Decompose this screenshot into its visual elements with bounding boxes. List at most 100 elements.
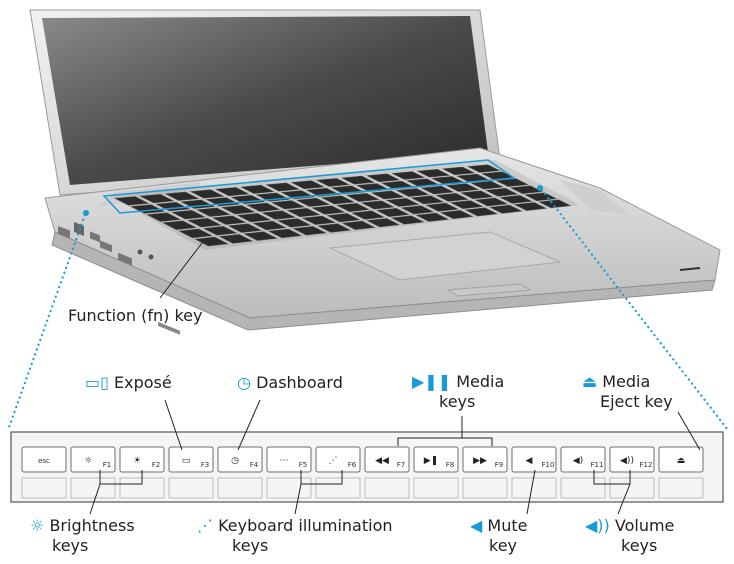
key-cap-f1 [70,446,116,473]
laptop-key [162,220,198,230]
lower-key-13 [658,477,704,499]
key-f9: ▶▶F9 [462,446,508,473]
key-label-f5: F5 [299,461,307,469]
play-pause-icon: ▶❚❚ [412,372,452,391]
key-cap-esc [21,446,67,473]
key-label-f3: F3 [201,461,209,469]
brightness-label: ☼ Brightness [30,516,135,536]
laptop-key [340,175,376,185]
laptop-key [385,198,420,207]
key-label-f4: F4 [250,461,259,469]
lower-key-12 [609,477,655,499]
key-label-f12: F12 [640,461,653,469]
key-cap-eject [658,446,704,473]
laptop-key [295,197,331,207]
key-cap-f4 [217,446,263,473]
laptop-key [391,171,426,180]
laptop-key [196,207,231,217]
laptop-key [202,226,238,236]
function-row-highlight [102,159,517,214]
laptop-base [44,147,721,331]
function-key-row: esc☼F1☀F2▭F3◷F4⋯F5⋰F6◀◀F7▶❚F8▶▶F9◀F10◀)F… [21,446,704,473]
mute-line1: Mute [487,516,528,535]
key-label-f2: F2 [152,461,160,469]
laptop-key [194,236,229,247]
laptop-key [441,166,476,176]
laptop-key [341,220,376,230]
media-keys-label: ▶❚❚ Media [412,372,504,392]
laptop-key [186,218,222,228]
key-f5: ⋯F5 [266,446,312,473]
mute-label: ◀ Mute [470,516,527,536]
laptop-key [390,215,425,225]
laptop-key [509,185,544,194]
brightness-icon: ☼ [30,516,45,535]
key-cap-f5 [266,446,312,473]
laptop-key [240,184,275,194]
key-label-f11: F11 [591,461,604,469]
laptop-key [345,193,380,202]
laptop-key [470,180,505,190]
laptop-key [439,210,474,220]
lower-key-6 [315,477,361,499]
media-eject-line1: Media [602,372,651,391]
laptop-key [449,200,484,209]
laptop-key [261,210,296,220]
guide-right [540,188,730,432]
laptop-key [114,196,150,206]
key-cap-f12 [609,446,655,473]
side-ports [58,221,180,335]
laptop-key [425,202,459,212]
laptop-key [435,193,469,202]
laptop-key [326,213,361,223]
laptop-key [317,223,352,233]
dashboard-icon: ◷ [237,373,251,392]
lower-key-4 [217,477,263,499]
laptop-key [464,207,499,217]
key-cap-f6 [315,446,361,473]
key-cap-f10 [511,446,557,473]
media-eject-label: ⏏ Media [582,372,650,392]
function-key-label: Function (fn) key [68,306,203,325]
keyboard-illum-line1: Keyboard illumination [218,516,393,535]
rewind-icon: ◀◀ [375,456,389,466]
laptop-lid [29,9,501,196]
key-cap-f8 [413,446,459,473]
laptop-key [360,200,395,210]
laptop-key [214,187,250,197]
kbd-illum-up-icon: ⋰ [329,456,338,466]
key-label-f9: F9 [495,461,503,469]
dashboard-label-text: Dashboard [256,373,343,392]
volume-label: ◀)) Volume [585,516,674,536]
eject-icon: ⏏ [582,372,598,391]
laptop-key [513,202,548,211]
laptop-keys [114,164,572,247]
laptop-key [290,180,325,190]
key-f6: ⋰F6 [315,446,361,473]
brightness-line2: keys [52,536,89,555]
laptop-key [351,210,386,220]
laptop-key [489,204,523,214]
laptop-key [270,200,306,210]
volume-line2: keys [621,536,658,555]
mute-icon: ◀ [526,456,533,466]
dashboard-icon: ◷ [231,456,239,466]
expose-icon: ▭ [182,456,191,466]
key-f2: ☀F2 [119,446,165,473]
laptop-key [276,218,312,228]
laptop-key [366,173,401,183]
key-f8: ▶❚F8 [413,446,459,473]
laptop-key [315,178,351,187]
eject-icon: ⏏ [677,456,686,466]
callout-lines [89,399,701,515]
laptop-key [538,199,572,209]
laptop-key [301,215,336,225]
laptop-key [139,194,175,204]
key-label-f8: F8 [446,461,454,469]
laptop-key [370,190,405,200]
volume-down-icon: ◀) [573,456,583,466]
laptop-key [243,231,278,241]
volume-up-icon: ◀)) [620,456,634,466]
brightness-down-icon: ☼ [84,456,92,466]
